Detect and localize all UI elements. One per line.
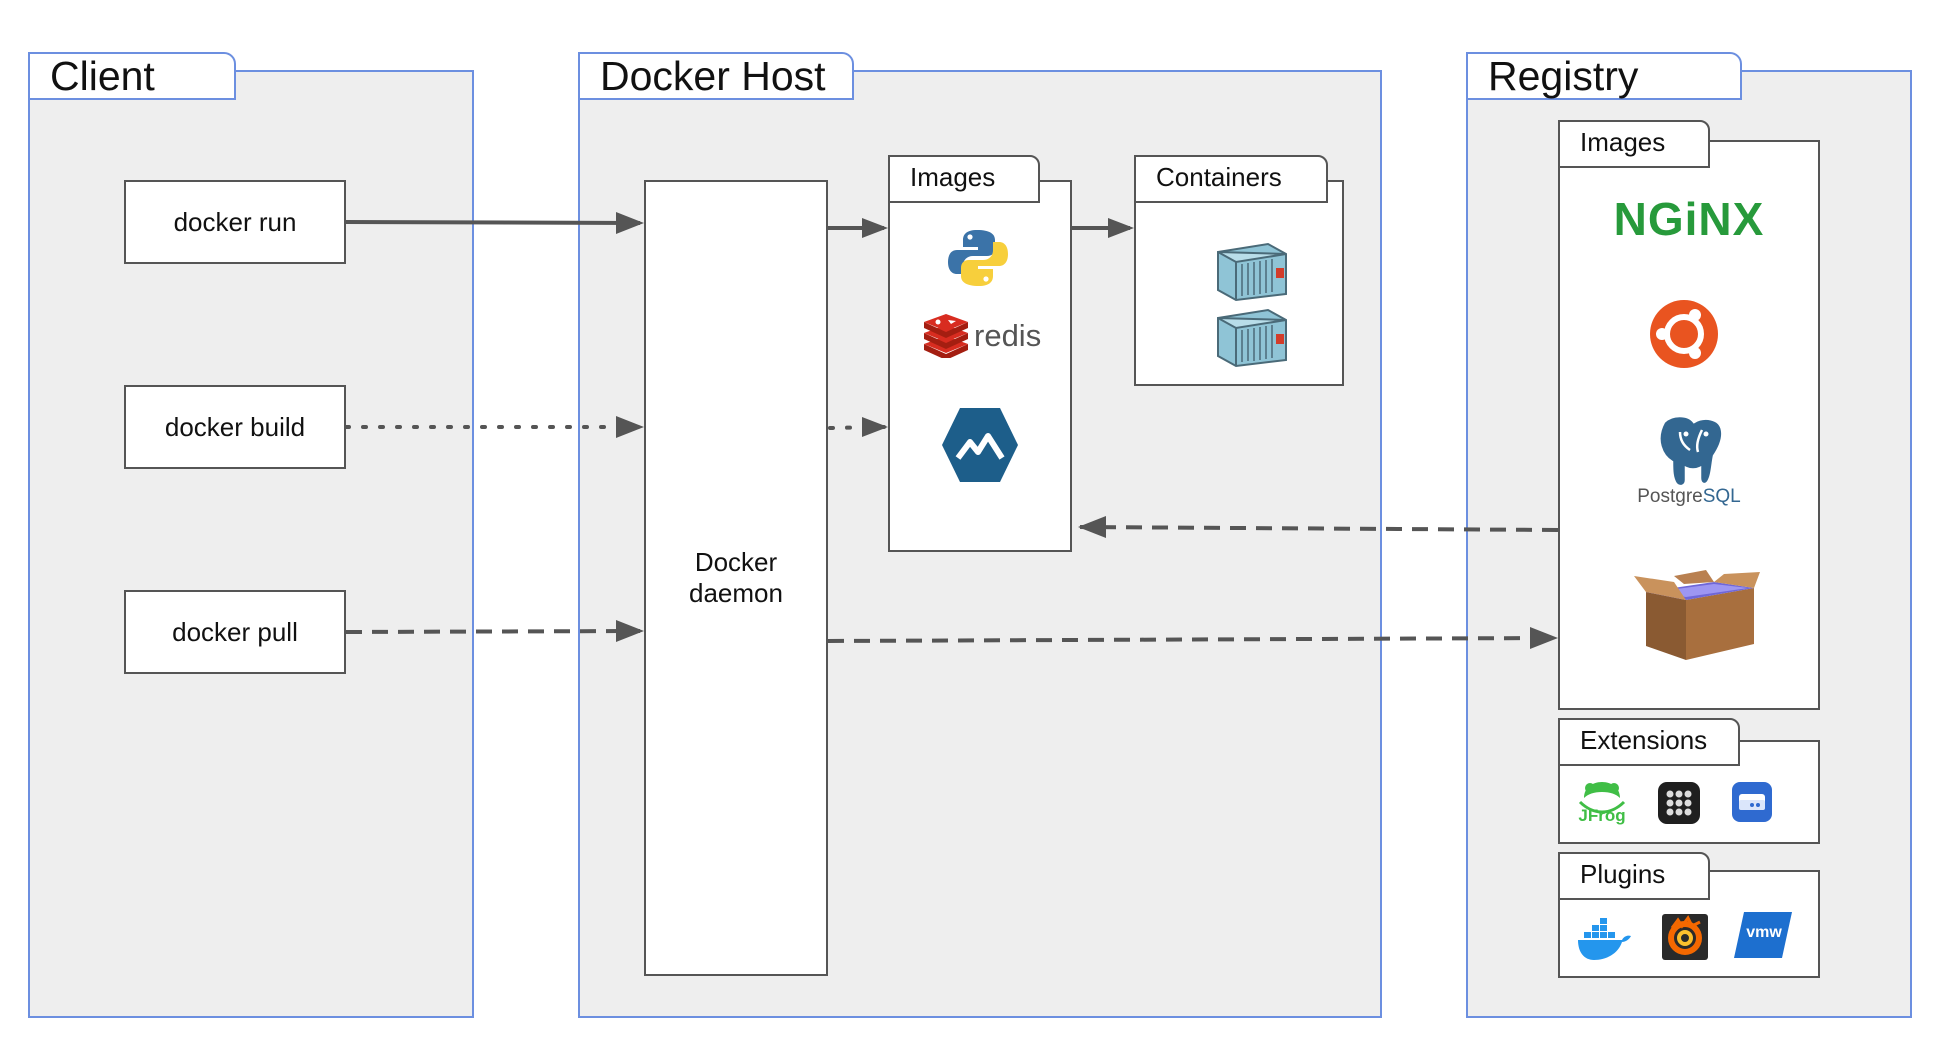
docker-run-command: docker run (124, 180, 346, 264)
arrowhead (862, 417, 888, 437)
dots-grid-icon (1658, 782, 1700, 824)
jfrog-icon (1578, 782, 1626, 814)
docker-daemon: Docker daemon (644, 180, 828, 976)
registry-to-images-arrow (1079, 525, 1559, 532)
containers-label: Containers (1134, 155, 1328, 203)
docker-host-title: Docker Host (578, 52, 854, 100)
arrowhead (862, 218, 888, 238)
grafana-icon (1662, 914, 1708, 960)
ubuntu-icon (1650, 300, 1718, 368)
daemon-to-registry-arrow (827, 636, 1551, 643)
run-arrow (345, 220, 641, 225)
postgresql-label: PostgreSQL (1604, 486, 1774, 508)
arrowhead (1078, 516, 1106, 538)
docker-pull-command: docker pull (124, 590, 346, 674)
daemon-label-line2: daemon (689, 578, 783, 608)
container-icon (1217, 242, 1287, 302)
container-icon (1217, 308, 1287, 368)
postgresql-icon (1658, 414, 1724, 488)
host-images-label: Images (888, 155, 1040, 203)
jfrog-label: JFrog (1578, 806, 1626, 825)
nginx-icon: NGiNX (1613, 193, 1765, 245)
extensions-label: Extensions (1558, 718, 1740, 766)
redis-label: redis (974, 318, 1042, 353)
client-title: Client (28, 52, 236, 100)
arrowhead (1108, 218, 1134, 238)
docker-build-command: docker build (124, 385, 346, 469)
registry-images-label: Images (1558, 120, 1710, 168)
portainer-icon (942, 408, 1018, 482)
arrowhead (616, 620, 644, 642)
vmware-label: vmw (1746, 924, 1782, 941)
registry-title: Registry (1466, 52, 1742, 100)
pull-arrow (345, 629, 641, 634)
redis-icon (924, 314, 968, 358)
arrowhead (1530, 627, 1558, 649)
arrowhead (616, 416, 644, 438)
docker-whale-icon (1578, 918, 1631, 960)
vmware-icon (1734, 912, 1792, 958)
drive-icon (1732, 782, 1772, 822)
daemon-label-line1: Docker (694, 547, 778, 577)
plugins-label: Plugins (1558, 852, 1710, 900)
postgresql-label-prefix: Postgre (1637, 486, 1703, 507)
arrowhead (616, 212, 644, 234)
box-icon (1634, 570, 1760, 660)
postgresql-label-suffix: SQL (1702, 486, 1741, 507)
python-icon (948, 230, 1008, 286)
